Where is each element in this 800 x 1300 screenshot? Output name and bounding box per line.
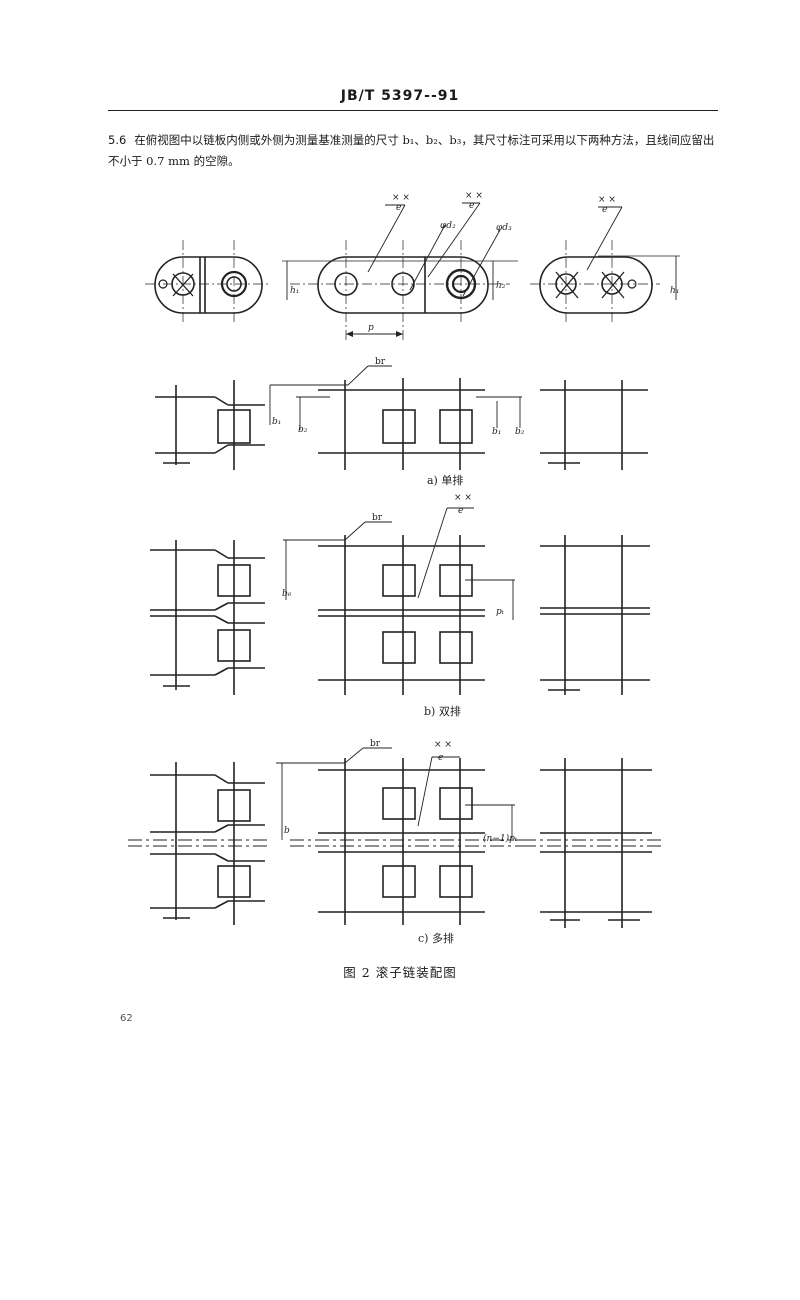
single-row-left (155, 380, 265, 470)
middle-link-side-view (282, 202, 518, 340)
label-xx-3: × × (598, 195, 616, 205)
label-pt-b: pₜ (496, 607, 505, 617)
label-xx-1: × × (392, 193, 410, 203)
label-xx-b: × × (454, 493, 472, 503)
label-b1-a-right: b₁ (492, 427, 501, 437)
label-br-b: br (372, 513, 383, 523)
label-h1: h₁ (290, 286, 299, 296)
multi-row-right (522, 758, 662, 928)
label-b: b (284, 826, 290, 836)
label-xx-c: × × (434, 740, 452, 750)
label-br-a: br (375, 357, 386, 367)
subcaption-multi: c) 多排 (418, 931, 454, 945)
multi-row-middle (276, 747, 530, 925)
single-row-right (540, 380, 648, 470)
right-link-side-view (530, 206, 680, 325)
multi-row-left (128, 762, 270, 925)
page-number: 62 (120, 1013, 133, 1024)
label-b2-a-left: b₂ (298, 425, 308, 435)
subcaption-double: b) 双排 (424, 704, 461, 718)
paragraph-text: 在俯视图中以链板内侧或外侧为测量基准测量的尺寸 b₁、b₂、b₃，其尺寸标注可采… (108, 133, 715, 168)
label-e-c: e (438, 753, 443, 763)
subcaption-single: a) 单排 (427, 473, 463, 487)
label-d2: φd₂ (440, 221, 456, 231)
figure-caption: 图 2 滚子链装配图 (343, 965, 457, 980)
label-b2-a-right: b₂ (515, 427, 525, 437)
label-p: p (368, 323, 374, 333)
label-b6: b₆ (282, 589, 292, 599)
left-outer-link-side-view (145, 240, 270, 325)
label-br-c: br (370, 739, 381, 749)
section-number: 5.6 (108, 133, 127, 147)
label-b1-a-left: b₁ (272, 417, 281, 427)
label-e-3: e (602, 205, 607, 215)
header-rule (108, 110, 718, 111)
single-row-middle (269, 365, 522, 470)
label-n1pt: (n−1)pₜ (483, 833, 518, 844)
label-e-2: e (469, 201, 474, 211)
document-header: JB/T 5397--91 (340, 88, 460, 104)
double-row-middle (283, 507, 515, 695)
label-d3: φd₃ (496, 223, 512, 233)
double-row-left (150, 540, 265, 695)
label-e-b: e (458, 506, 463, 516)
label-h2: h₂ (496, 281, 506, 291)
double-row-right (540, 535, 650, 695)
label-e-1: e (396, 203, 401, 213)
label-h1-right: h₁ (670, 286, 679, 296)
assembly-drawing: × × e × × e × × e φd₂ φd₃ h₁ h₂ h₁ p (128, 191, 680, 945)
label-xx-2: × × (465, 191, 483, 201)
